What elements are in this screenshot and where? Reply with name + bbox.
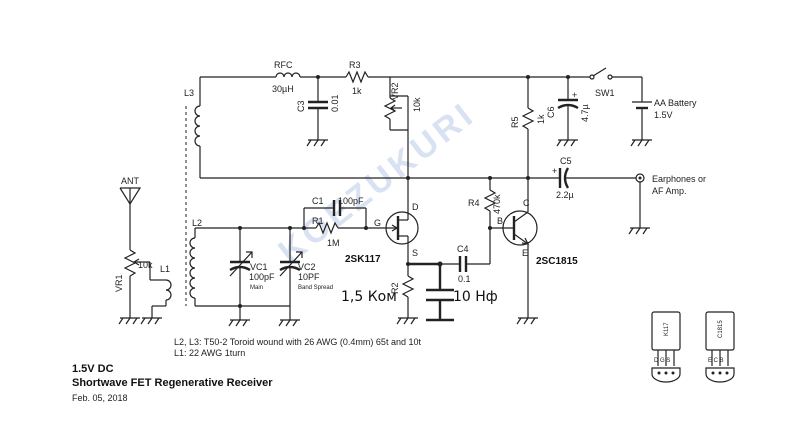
c6-value: 4.7µ [580, 104, 590, 122]
k117-name: K117 [664, 322, 670, 336]
ant-label: ANT [121, 176, 140, 186]
bjt-c-pin: C [523, 198, 530, 208]
battery-value: 1.5V [654, 110, 673, 120]
c5-capacitor [526, 167, 650, 235]
l3-coil [194, 77, 528, 180]
vc1-value: 100pF [249, 272, 275, 282]
k117-pins: D G S [654, 358, 670, 364]
vr1-potentiometer [118, 249, 166, 325]
c1815-name: C1815 [718, 320, 724, 338]
earphones-label-1: Earphones or [652, 174, 706, 184]
handwritten-r2-value: 1,5 Ком [341, 289, 397, 305]
r5-resistor [521, 77, 535, 178]
note-line-2: L1: 22 AWG 1turn [174, 348, 245, 358]
c1815-package [705, 311, 735, 383]
vc2-variable-capacitor [279, 226, 303, 306]
r1-label: R1 [312, 216, 324, 226]
vr2-label: VR2 [390, 82, 400, 100]
antenna [119, 187, 142, 250]
k117-package [651, 311, 681, 383]
watermark: KOEZUKURI [272, 95, 483, 272]
c6-capacitor [556, 77, 579, 147]
vr2-potentiometer [383, 77, 409, 178]
r5-value: 1k [536, 114, 546, 124]
tank-grounds [228, 306, 300, 327]
l1-label: L1 [160, 264, 170, 274]
c4-value: 0.1 [458, 274, 471, 284]
vc2-note: Band Spread [298, 285, 333, 291]
sw1-switch [589, 67, 613, 80]
footer-voltage: 1.5V DC [72, 363, 114, 375]
handwritten-c-value: 10 Нф [453, 289, 498, 305]
vc1-label: VC1 [250, 262, 268, 272]
vr1-label: VR1 [114, 274, 124, 292]
r1-value: 1M [327, 238, 340, 248]
fet-part-number: 2SK117 [345, 254, 381, 265]
r3-value: 1k [352, 86, 362, 96]
r4-resistor [483, 176, 497, 230]
r5-label: R5 [510, 116, 520, 128]
battery-label: AA Battery [654, 98, 697, 108]
c5-value: 2.2µ [556, 190, 574, 200]
footer-title: Shortwave FET Regenerative Receiver [72, 377, 273, 389]
c4-capacitor [440, 228, 491, 272]
bjt-e-pin: E [522, 248, 528, 258]
rfc-label: RFC [274, 60, 293, 70]
r2-label: R2 [390, 282, 400, 294]
r4-value: 470k [492, 194, 502, 214]
sw1-label: SW1 [595, 88, 615, 98]
c6-label: C6 [546, 106, 556, 118]
battery [630, 77, 652, 147]
bjt-b-pin: B [497, 216, 503, 226]
fet-s-pin: S [412, 248, 418, 258]
vr2-value: 10k [412, 97, 422, 112]
c4-label: C4 [457, 244, 469, 254]
c1-value: 100pF [338, 196, 364, 206]
c1-label: C1 [312, 196, 324, 206]
r4-label: R4 [468, 198, 480, 208]
c3-label: C3 [296, 100, 306, 112]
earphones-label-2: AF Amp. [652, 186, 687, 196]
bjt-2sc1815 [490, 178, 538, 325]
vc1-note: Main [250, 285, 263, 291]
vc1-variable-capacitor [229, 228, 253, 306]
c3-capacitor [306, 77, 328, 147]
l1-coil [140, 279, 172, 325]
top-rail [200, 70, 642, 84]
footer-date: Feb. 05, 2018 [72, 393, 128, 403]
vc2-label: VC2 [298, 262, 316, 272]
fet-d-pin: D [412, 202, 419, 212]
c3-value: 0.01 [330, 94, 340, 112]
gate-network [240, 200, 380, 235]
fet-2sk117 [380, 178, 419, 264]
fet-g-pin: G [374, 218, 381, 228]
vc2-value: 10PF [298, 272, 320, 282]
c6-plus: + [572, 90, 577, 100]
c1815-pins: E C B [708, 358, 724, 364]
c5-plus: + [552, 166, 557, 176]
r3-label: R3 [349, 60, 361, 70]
note-line-1: L2, L3: T50-2 Toroid wound with 26 AWG (… [174, 337, 421, 347]
c5-label: C5 [560, 156, 572, 166]
source-network [396, 261, 454, 325]
vr1-value: 10k [138, 260, 153, 270]
l2-label: L2 [192, 218, 202, 228]
l3-label: L3 [184, 88, 194, 98]
rfc-value: 30µH [272, 84, 294, 94]
bjt-part-number: 2SC1815 [536, 256, 578, 267]
